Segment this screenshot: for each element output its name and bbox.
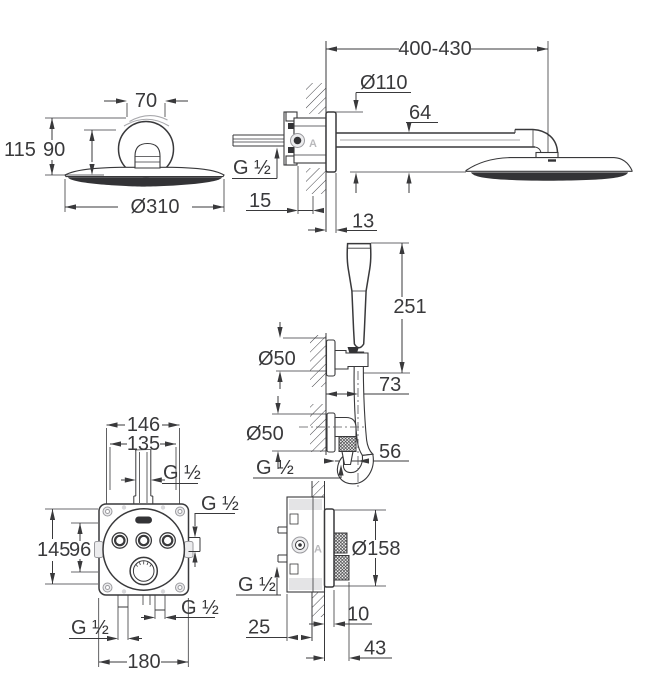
dim-holder-rosette: Ø50 <box>258 348 296 370</box>
dim-plate-diameter: Ø158 <box>352 538 401 560</box>
outlet-rosette <box>326 412 336 453</box>
view-hand-shower: 251 Ø50 73 Ø50 56 G ½ <box>246 242 434 487</box>
dim-plate-depth: 10 <box>347 604 369 626</box>
view-shower-arm-side: 400-430 A <box>232 38 633 233</box>
dim-top-port: G ½ <box>163 462 201 484</box>
view-valve-front: 146 135 G ½ <box>37 414 239 673</box>
dim-mount-width: 70 <box>135 90 157 112</box>
dim-height-inner: 96 <box>69 539 91 561</box>
shower-hose <box>353 351 375 456</box>
top-supply-pipe <box>133 449 154 504</box>
view-head-shower-front: 70 115 90 Ø310 <box>4 90 225 218</box>
rough-in-box-side <box>277 496 326 593</box>
spray-face-side <box>471 172 628 181</box>
dim-bottom-port-left: G ½ <box>71 617 109 639</box>
shower-hose-loop <box>336 453 374 485</box>
plate-slot <box>135 516 152 524</box>
wall-hatch <box>310 404 326 452</box>
dim-hand-shower-length: 251 <box>393 296 426 318</box>
in-wall-union: A <box>283 111 327 166</box>
dim-side-port: G ½ <box>201 493 239 515</box>
holder-rosette <box>325 339 336 377</box>
wall-hatch <box>306 168 326 194</box>
dim-box-width: 180 <box>127 651 160 673</box>
trim-plate <box>102 508 186 591</box>
dim-hose-offset: 56 <box>379 441 401 463</box>
wall-hatch <box>310 335 326 387</box>
wall-hatch <box>312 588 325 617</box>
dim-min-recess: 15 <box>249 190 271 212</box>
view-valve-side: A Ø158 G ½ 25 10 43 <box>236 481 402 661</box>
dim-connection-thread: G ½ <box>233 157 271 179</box>
button-stack-side <box>333 532 348 554</box>
hand-shower-wand <box>346 242 372 349</box>
mounting-screws <box>94 505 194 594</box>
watermark-letter: A <box>314 544 322 556</box>
dim-knob-depth: 43 <box>364 638 386 660</box>
dim-hose-thread: G ½ <box>256 457 294 479</box>
wall-hatch <box>306 83 326 114</box>
hand-shower-holder <box>334 349 369 370</box>
watermark-letter: A <box>309 138 317 150</box>
thermostat-knob <box>129 556 159 586</box>
hose-nut <box>338 436 357 452</box>
dim-rosette-diameter: Ø110 <box>360 72 407 94</box>
dim-hole-spacing-inner: 135 <box>127 433 160 455</box>
dim-hole-spacing-outer: 146 <box>127 414 160 436</box>
trim-plate-side <box>323 508 335 588</box>
dim-head-clearance: 64 <box>409 102 431 124</box>
shower-arm-pipe <box>336 128 559 161</box>
dim-rosette-depth: 13 <box>352 211 374 233</box>
dim-height-outer: 145 <box>37 539 70 561</box>
knob-side <box>333 555 350 581</box>
head-side-profile <box>465 157 633 172</box>
dim-outlet-offset: 73 <box>379 374 401 396</box>
shower-head-dome <box>64 166 225 178</box>
dim-height-head: 90 <box>43 139 65 161</box>
dim-box-depth: 25 <box>248 617 270 639</box>
spray-face <box>68 177 222 187</box>
dim-head-diameter: Ø310 <box>131 196 180 218</box>
select-buttons <box>111 532 176 549</box>
dim-height-total: 115 <box>4 139 36 161</box>
dim-outlet-rosette: Ø50 <box>246 423 284 445</box>
dim-arm-reach: 400-430 <box>398 38 471 60</box>
dim-bottom-port-right: G ½ <box>181 597 219 619</box>
arm-rosette <box>325 111 337 173</box>
dim-inlet-thread: G ½ <box>238 574 276 596</box>
